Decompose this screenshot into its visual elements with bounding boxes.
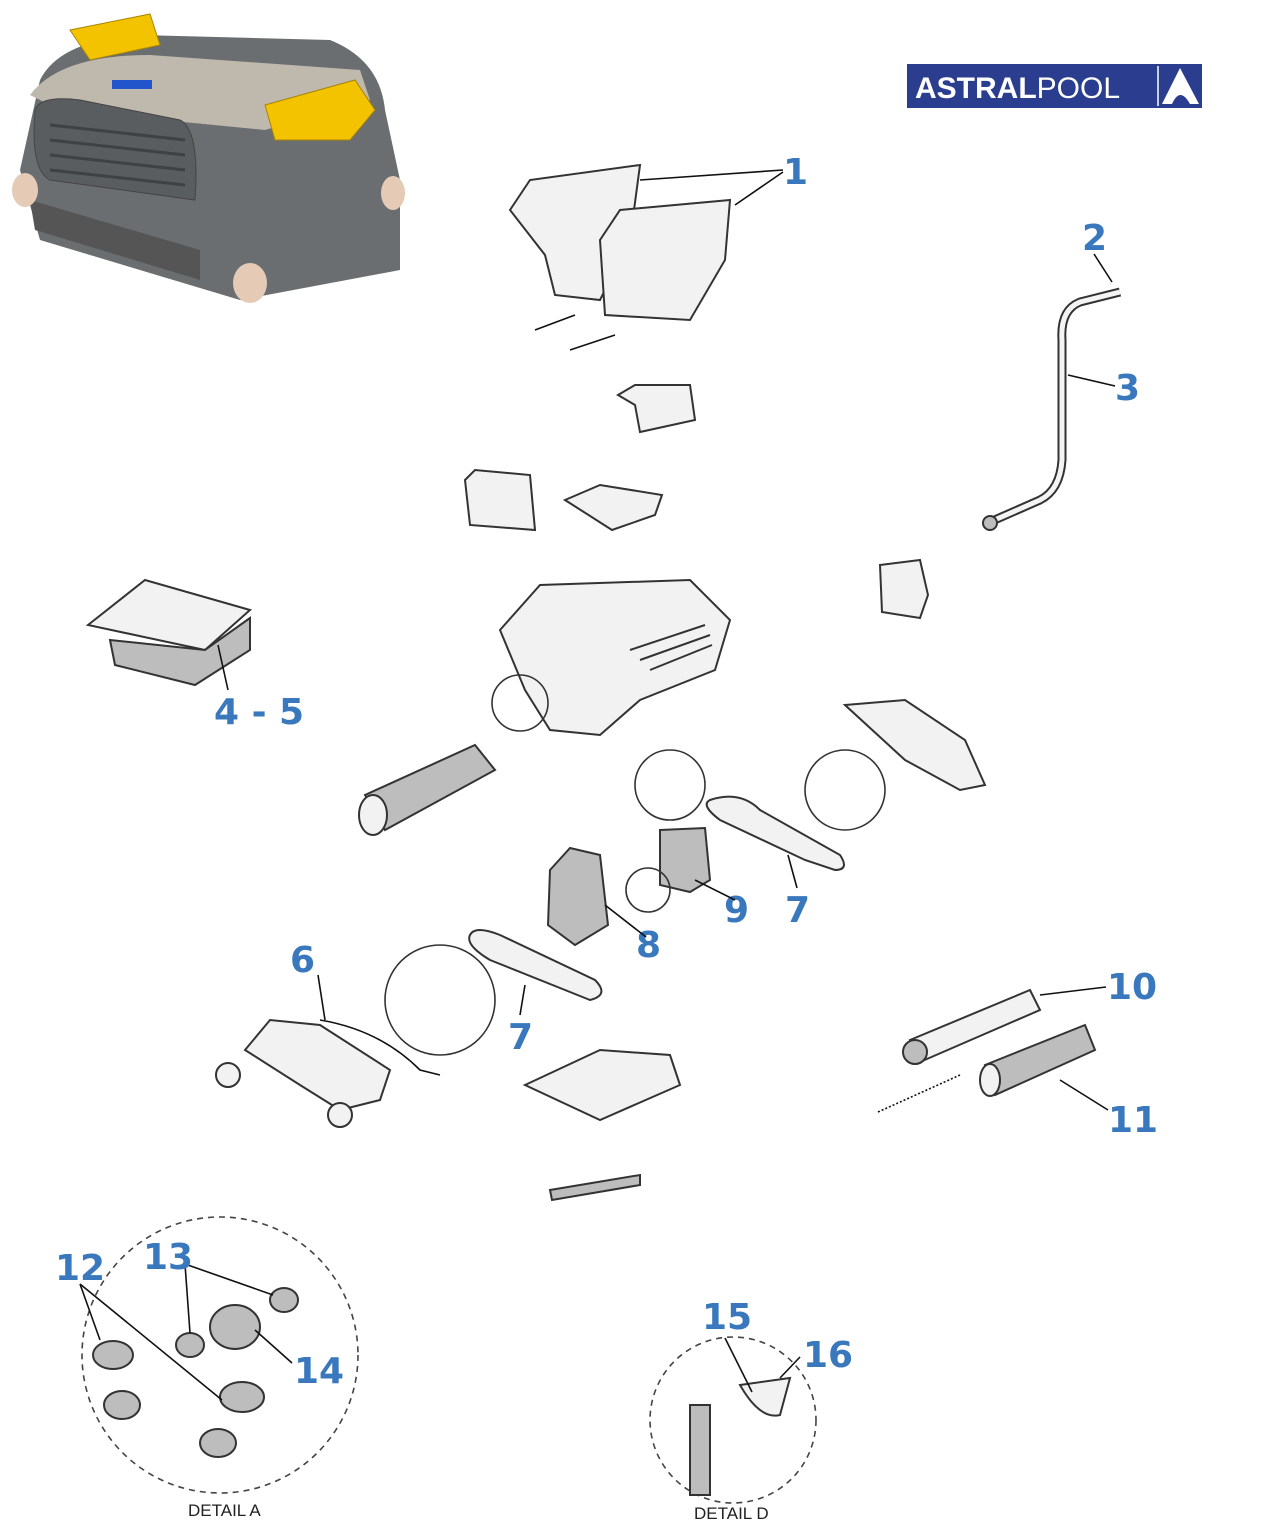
part-6-left-frame bbox=[215, 944, 496, 1128]
part-8-drive-motor bbox=[546, 846, 610, 947]
part-side-frame bbox=[804, 698, 987, 831]
part-9-pump-motor bbox=[625, 749, 712, 913]
part-2-3-handle-tube bbox=[982, 287, 1122, 531]
part-4-5-power-box bbox=[85, 578, 253, 687]
callout-7-left: 7 bbox=[508, 1017, 533, 1058]
callout-16: 16 bbox=[803, 1335, 853, 1376]
part-7-track-right bbox=[705, 795, 845, 872]
part-handle-bracket bbox=[616, 384, 697, 434]
svg-text:ASTRALPOOL: ASTRALPOOL bbox=[915, 72, 1120, 105]
callout-15: 15 bbox=[702, 1297, 752, 1338]
detail-a bbox=[79, 1216, 359, 1494]
detail-a-label: DETAIL A bbox=[188, 1501, 261, 1520]
callout-2: 2 bbox=[1082, 218, 1107, 259]
callout-3: 3 bbox=[1115, 368, 1140, 409]
detail-d-label: DETAIL D bbox=[694, 1504, 769, 1523]
callout-12: 12 bbox=[55, 1248, 105, 1289]
callout-13: 13 bbox=[143, 1237, 193, 1278]
callout-10: 10 bbox=[1107, 967, 1157, 1008]
part-bottom-plate bbox=[522, 1048, 682, 1122]
part-bottom-strip bbox=[548, 1173, 641, 1202]
part-connector-block bbox=[878, 558, 930, 620]
part-7-track-left bbox=[468, 929, 603, 1002]
part-1-covers bbox=[508, 163, 732, 351]
callout-6: 6 bbox=[290, 940, 315, 981]
callout-14: 14 bbox=[294, 1351, 344, 1392]
part-front-bracket bbox=[463, 468, 537, 532]
astralpool-logo: ASTRALPOOL bbox=[907, 64, 1202, 108]
robot-photo bbox=[12, 13, 405, 303]
callout-4-5: 4 - 5 bbox=[214, 692, 304, 733]
detail-d bbox=[649, 1336, 817, 1504]
callout-11: 11 bbox=[1108, 1100, 1158, 1141]
leader-lines bbox=[217, 169, 1116, 1111]
part-front-brush bbox=[358, 743, 497, 836]
callout-7-right: 7 bbox=[785, 890, 810, 931]
callouts: 1 2 3 4 - 5 6 7 7 8 9 10 11 12 13 14 15 … bbox=[55, 152, 1158, 1392]
part-top-plate bbox=[562, 483, 664, 532]
part-main-body bbox=[491, 578, 732, 737]
part-10-roller-axle bbox=[902, 988, 1042, 1065]
callout-1: 1 bbox=[783, 152, 808, 193]
part-11-roller-brush bbox=[877, 1023, 1097, 1113]
